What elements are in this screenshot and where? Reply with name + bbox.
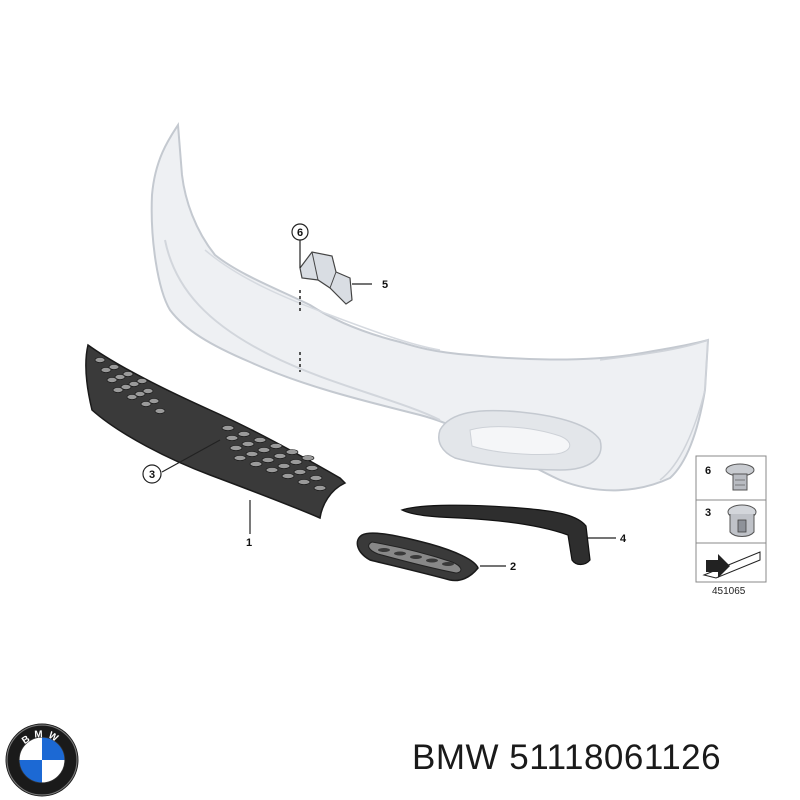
part-5-bracket [299, 251, 353, 372]
callout-6: 6 [291, 223, 309, 241]
grille-slot [245, 451, 259, 457]
grille-slot [106, 377, 118, 383]
side-grille-slot [394, 551, 406, 556]
grille-slot [154, 408, 166, 414]
side-grille-slot [410, 555, 422, 559]
figure-number: 451065 [712, 586, 746, 597]
bumper-side-flare [599, 338, 709, 481]
front-bumper [150, 122, 710, 492]
part-1-grille [85, 343, 347, 520]
callout-2: 2 [510, 561, 516, 573]
svg-text:6: 6 [705, 465, 711, 477]
grille-slot [128, 381, 140, 387]
callout-1: 1 [246, 537, 252, 549]
grille-slot [281, 473, 295, 479]
grille-slot [148, 398, 160, 404]
callout-lines [161, 240, 616, 567]
grille-slot [265, 467, 279, 473]
grille-slot [120, 384, 132, 390]
bumper-lower-edge [164, 239, 441, 421]
clip-fastener-icon [725, 463, 755, 491]
grille-slot [140, 401, 152, 407]
legend-item-3: 3 [705, 504, 757, 537]
svg-text:4: 4 [620, 533, 627, 545]
fog-lamp-inner [469, 426, 571, 456]
svg-text:3: 3 [705, 507, 711, 519]
grille-slot [142, 388, 154, 394]
bumper-inner-contour [204, 249, 441, 351]
side-grille-slot [442, 562, 454, 566]
panel-direction-icon [702, 551, 761, 579]
part-number: 51118061126 [509, 738, 722, 777]
part-2-side-grille [356, 532, 479, 582]
part-caption: BMW 51118061126 [412, 738, 721, 778]
grille-slot [293, 469, 307, 475]
parts-legend: 6 3 [695, 455, 767, 583]
grille-slot [277, 463, 291, 469]
grille-slot [225, 435, 239, 441]
grille-slot [269, 443, 283, 449]
grille-slot [261, 457, 275, 463]
grille-slot [221, 425, 235, 431]
grille-slot [309, 475, 323, 481]
grille-slot [301, 455, 315, 461]
grille-slot [229, 445, 243, 451]
grille-mesh [94, 357, 327, 491]
side-grille-slot [426, 558, 438, 563]
svg-text:5: 5 [382, 279, 388, 291]
grille-slot [237, 431, 251, 437]
bmw-logo: BMW [5, 723, 79, 797]
grille-slot [233, 455, 247, 461]
part-4-trim-strip [400, 504, 591, 566]
svg-text:2: 2 [510, 561, 516, 573]
callout-5: 5 [382, 279, 388, 291]
grille-slot [114, 374, 126, 380]
svg-text:1: 1 [246, 537, 252, 549]
brand-name: BMW [412, 738, 500, 777]
grille-slot [305, 465, 319, 471]
svg-text:3: 3 [149, 469, 155, 481]
callout-3: 3 [142, 464, 162, 484]
grille-slot [285, 449, 299, 455]
grille-slot [94, 357, 106, 363]
grille-slot [136, 378, 148, 384]
grille-slot [112, 387, 124, 393]
grille-slot [241, 441, 255, 447]
grille-slot [253, 437, 267, 443]
grille-slot [249, 461, 263, 467]
bumper-body [150, 122, 710, 492]
grille-slot [122, 371, 134, 377]
grille-slot [134, 391, 146, 397]
grille-slot [297, 479, 311, 485]
grille-slot [313, 485, 327, 491]
grille-slot [273, 453, 287, 459]
side-grille-mesh [378, 548, 454, 566]
side-grille-slot [378, 548, 390, 552]
expanding-nut-icon [727, 504, 757, 537]
callout-4: 4 [620, 533, 627, 545]
grille-slot [108, 364, 120, 370]
grille-slot [100, 367, 112, 373]
grille-slot [126, 394, 138, 400]
svg-text:6: 6 [297, 227, 303, 239]
grille-slot [289, 459, 303, 465]
legend-item-6: 6 [705, 463, 755, 491]
grille-slot [257, 447, 271, 453]
